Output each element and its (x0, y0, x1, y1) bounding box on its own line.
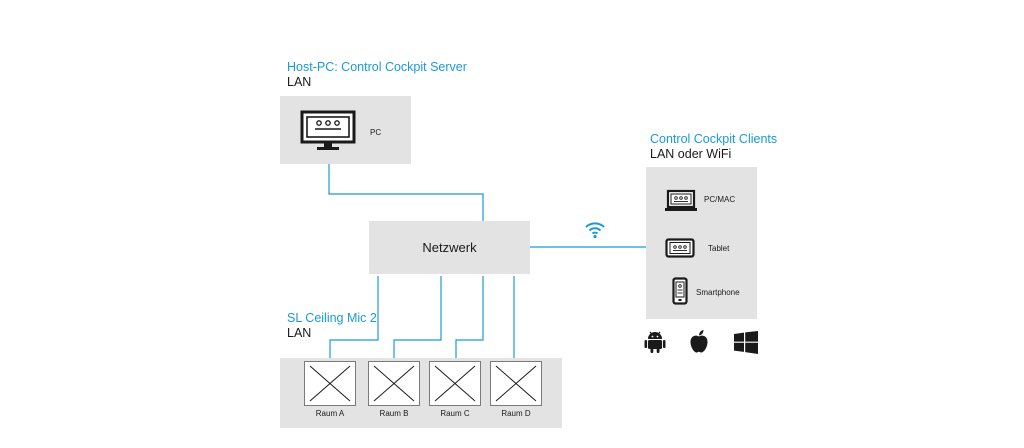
clients-title: Control Cockpit Clients (650, 132, 778, 146)
network-box: Netzwerk (369, 221, 530, 274)
clients-subtitle: LAN oder WiFi (650, 147, 732, 161)
host-subtitle: LAN (287, 75, 312, 89)
mics-title: SL Ceiling Mic 2 (287, 311, 377, 325)
device-label-tablet: Tablet (708, 244, 730, 253)
smartphone-icon (672, 277, 688, 305)
room-label-b: Raum B (379, 409, 409, 418)
ceiling-mic-icon (304, 361, 356, 406)
room-label-c: Raum C (440, 409, 470, 418)
clients-panel: PC/MAC Tablet Smartphone (646, 167, 757, 319)
pc-label: PC (370, 128, 382, 137)
device-label-smartphone: Smartphone (696, 288, 740, 297)
ceiling-mic-icon (490, 361, 542, 406)
room-label-d: Raum D (501, 409, 531, 418)
mics-panel: Raum A Raum B Raum C Raum D (280, 358, 562, 428)
host-title: Host-PC: Control Cockpit Server (287, 60, 467, 74)
room-label-a: Raum A (315, 409, 345, 418)
mics-subtitle: LAN (287, 326, 312, 340)
ceiling-mic-icon (429, 361, 481, 406)
wifi-icon (584, 221, 606, 239)
android-icon (644, 330, 666, 354)
laptop-icon (665, 189, 697, 213)
ceiling-mic-icon (368, 361, 420, 406)
tablet-icon (665, 238, 695, 258)
network-label: Netzwerk (422, 240, 477, 255)
apple-icon (688, 329, 710, 354)
device-label-pcmac: PC/MAC (704, 195, 736, 204)
monitor-icon (300, 110, 356, 152)
windows-icon (734, 331, 758, 354)
host-panel: PC (280, 96, 411, 164)
